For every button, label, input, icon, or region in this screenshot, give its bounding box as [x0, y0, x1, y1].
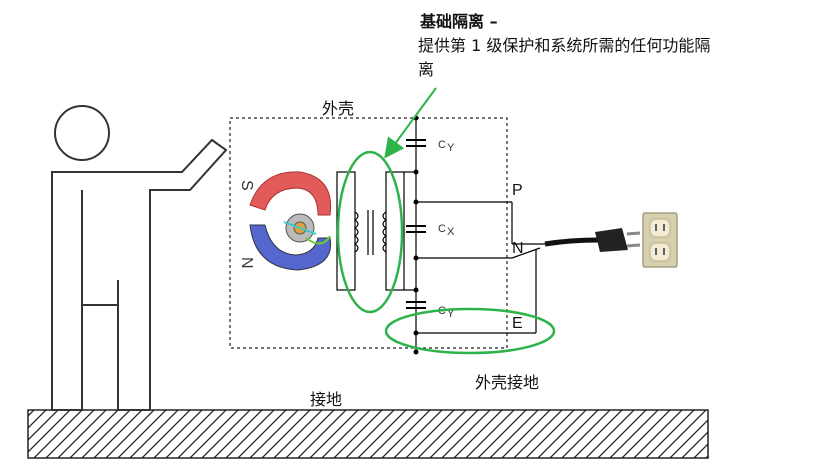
cap-cy-top-subscript: Y	[447, 142, 455, 154]
motor-icon: S N	[238, 171, 332, 271]
ground-slab	[27, 409, 709, 459]
annotation-arrow	[384, 87, 437, 159]
cap-cy-bottom-subscript: Y	[447, 308, 455, 320]
enclosure-label: 外壳	[322, 99, 355, 118]
enclosure-ground-highlight-ellipse	[384, 307, 556, 355]
annotation-line-2: 离	[418, 60, 435, 79]
enclosure-box	[229, 117, 508, 349]
ground-label: 接地	[310, 390, 343, 409]
cap-cy-top-label: C	[438, 139, 446, 151]
annotation-title: 基础隔离 –	[420, 12, 498, 31]
terminal-p: P	[512, 182, 523, 199]
motor-pole-s: S	[238, 180, 255, 191]
terminal-n: N	[512, 240, 524, 257]
wall-outlet-icon	[642, 212, 678, 268]
junction-dots	[413, 115, 419, 355]
annotation-line-1: 提供第 1 级保护和系统所需的任何功能隔	[418, 36, 711, 55]
enclosure-ground-label: 外壳接地	[475, 373, 540, 392]
person-figure	[51, 105, 228, 411]
cap-cx-subscript: X	[447, 226, 455, 238]
isolation-highlight-ellipse	[336, 150, 404, 314]
cap-cx-label: C	[438, 223, 446, 235]
terminal-e: E	[512, 315, 523, 332]
motor-pole-n: N	[238, 257, 255, 269]
capacitor-plates	[406, 139, 426, 309]
power-plug-icon	[544, 228, 641, 252]
